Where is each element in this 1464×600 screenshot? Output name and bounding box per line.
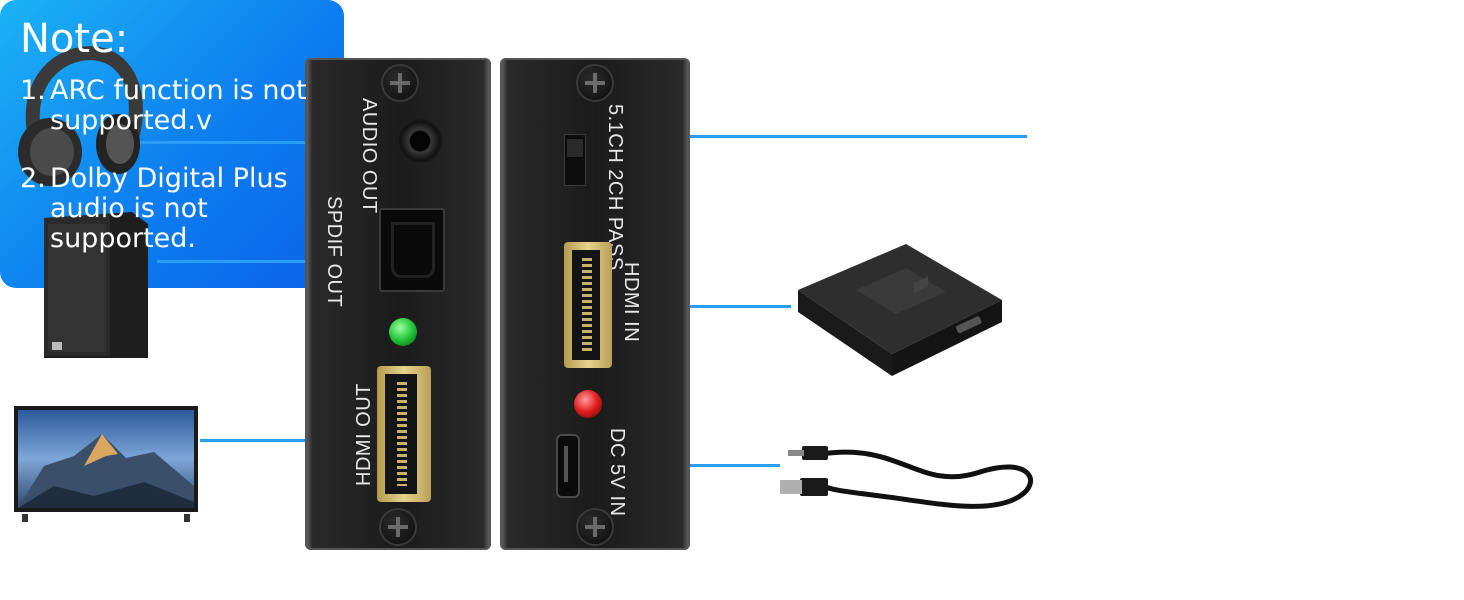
note-item-number: 2. bbox=[20, 163, 46, 194]
hdmi-out-panel: AUDIO OUT SPDIF OUT HDMI OUT bbox=[305, 58, 491, 550]
hdmi-in-label: HDMI IN bbox=[620, 262, 642, 343]
hdmi-out-label: HDMI OUT bbox=[353, 383, 375, 486]
audio-out-label: AUDIO OUT bbox=[358, 98, 380, 214]
dc-in-port[interactable] bbox=[556, 434, 580, 498]
note-title: Note: bbox=[20, 16, 129, 62]
tvbox-connector-line bbox=[595, 305, 791, 308]
mode-switch[interactable] bbox=[564, 134, 586, 186]
hdmi-in-panel: 5.1CH 2CH PASS HDMI IN DC 5V IN bbox=[500, 58, 690, 550]
status-led-red bbox=[574, 390, 602, 418]
note-item-text: Dolby Digital Plus audio is not supporte… bbox=[50, 163, 288, 254]
note-item-text: ARC function is not supported.v bbox=[50, 75, 307, 136]
speaker-icon bbox=[44, 212, 148, 358]
switch-connector-line bbox=[576, 135, 1027, 138]
screw-icon bbox=[578, 510, 612, 544]
speaker-connector-line bbox=[157, 260, 389, 263]
power-led-green bbox=[389, 318, 417, 346]
note-item: 2.Dolby Digital Plus audio is not suppor… bbox=[20, 164, 340, 254]
screw-icon bbox=[383, 66, 417, 100]
spdif-out-port[interactable] bbox=[379, 208, 445, 292]
headphones-connector-line bbox=[137, 141, 422, 144]
note-item-number: 1. bbox=[20, 75, 46, 106]
dc-in-label: DC 5V IN bbox=[606, 428, 628, 517]
screw-icon bbox=[578, 66, 612, 100]
hdmi-out-port[interactable] bbox=[377, 366, 431, 502]
tv-box-icon bbox=[798, 244, 1002, 376]
note-item: 1.ARC function is not supported.v bbox=[20, 76, 340, 136]
usb-cable-icon bbox=[780, 446, 1033, 509]
headphones-icon bbox=[18, 46, 143, 186]
screw-icon bbox=[381, 510, 415, 544]
tv-icon bbox=[14, 406, 198, 522]
tv-connector-line bbox=[200, 439, 400, 442]
audio-out-jack[interactable] bbox=[397, 118, 443, 164]
hdmi-in-port[interactable] bbox=[564, 242, 612, 368]
